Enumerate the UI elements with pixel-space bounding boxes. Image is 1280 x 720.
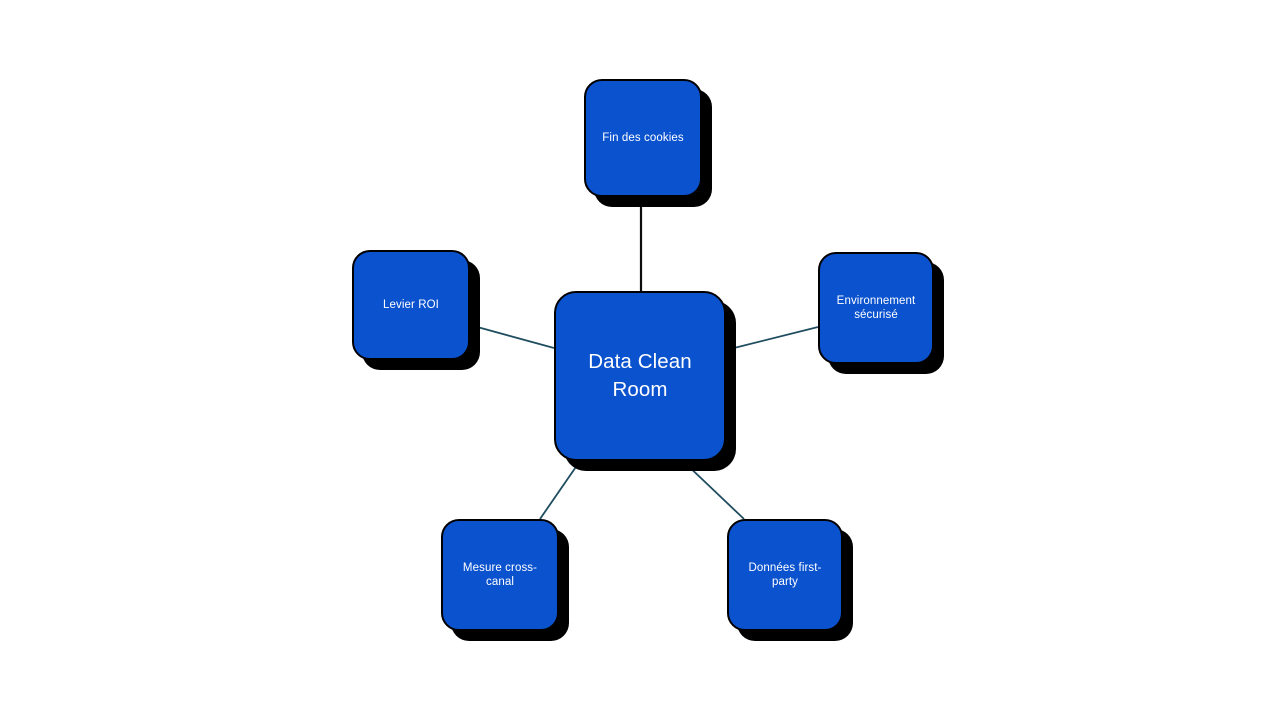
node-levier-roi-label: Levier ROI — [383, 298, 439, 311]
node-mesure-cross-canal[interactable]: Mesure cross- canal — [441, 519, 559, 631]
node-fin-des-cookies-label: Fin des cookies — [602, 131, 684, 144]
node-donnees-first-party-label: Données first- party — [748, 561, 822, 588]
node-environnement-securise[interactable]: Environnement sécurisé — [818, 252, 934, 364]
edge-center-donnees-first-party — [682, 460, 745, 520]
node-center-data-clean-room[interactable]: Data Clean Room — [554, 291, 726, 461]
node-donnees-first-party[interactable]: Données first- party — [727, 519, 843, 631]
node-levier-roi[interactable]: Levier ROI — [352, 250, 470, 360]
node-center-data-clean-room-label: Data Clean Room — [588, 350, 692, 401]
edge-center-levier-roi — [469, 324, 555, 349]
edge-center-environnement-securise — [725, 326, 819, 351]
node-mesure-cross-canal-label: Mesure cross- canal — [462, 561, 538, 588]
edge-center-mesure-cross-canal — [539, 460, 581, 520]
node-environnement-securise-label: Environnement sécurisé — [836, 294, 916, 321]
node-fin-des-cookies[interactable]: Fin des cookies — [584, 79, 702, 197]
